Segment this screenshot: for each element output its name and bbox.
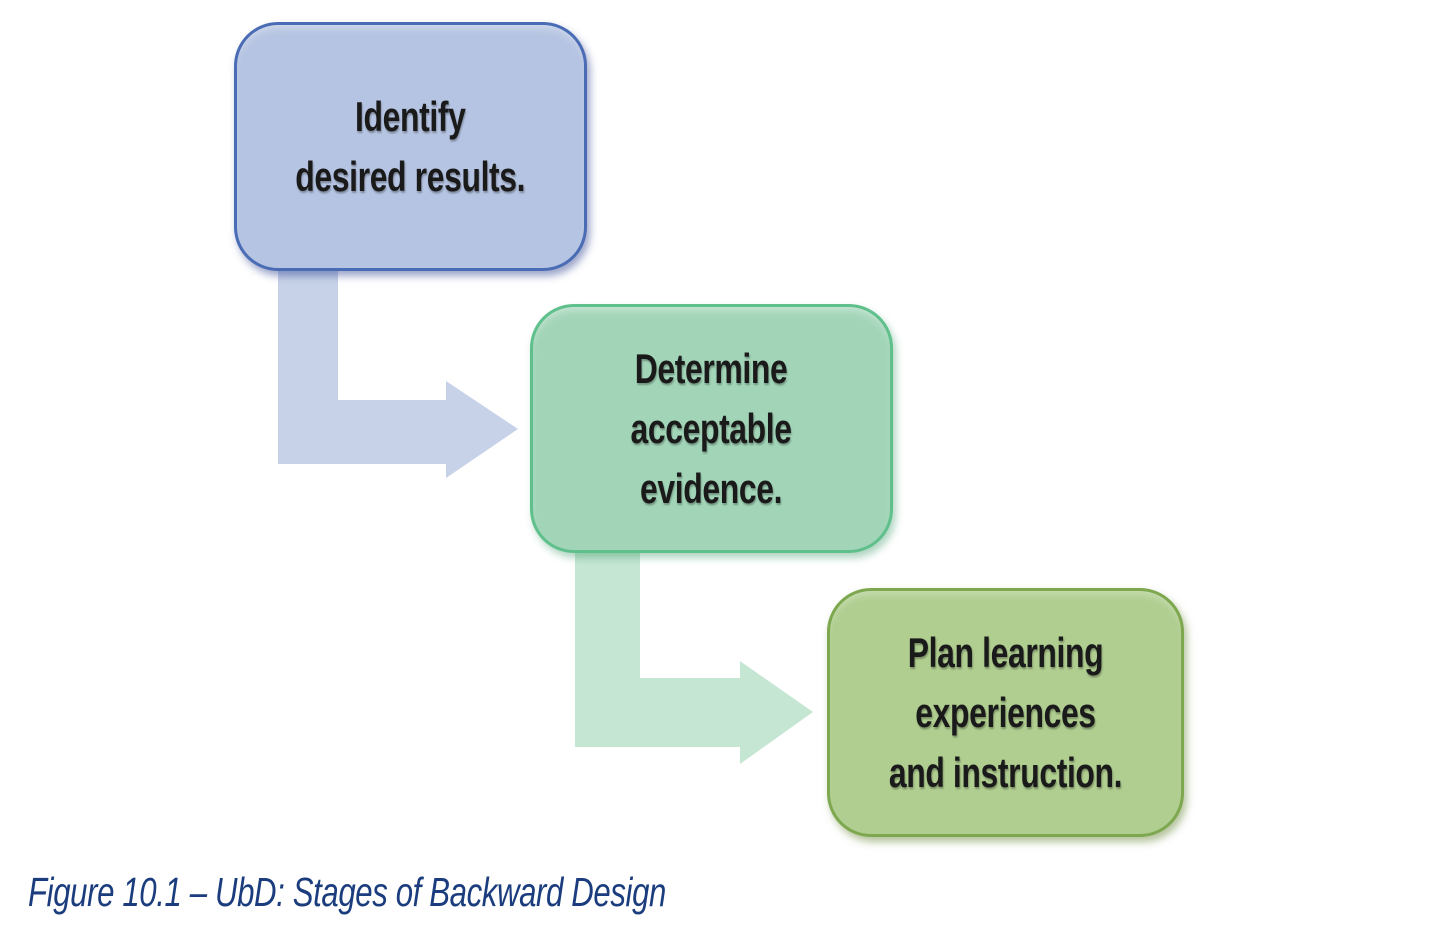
stage-box-determine-acceptable-evidence: Determine acceptable evidence. [530, 304, 893, 553]
stage-2-text: Determine acceptable evidence. [630, 339, 793, 519]
stage-3-line-1: Plan learning [907, 628, 1104, 676]
stage-3-line-2: experiences [915, 688, 1096, 736]
stage-2-line-2: acceptable [630, 404, 793, 452]
elbow-arrow-icon-stage1-to-stage2 [278, 264, 518, 478]
stage-1-text: Identify desired results. [296, 87, 526, 207]
figure-caption: Figure 10.1 – UbD: Stages of Backward De… [28, 869, 666, 915]
elbow-arrow-icon-stage2-to-stage3 [575, 546, 813, 764]
stage-box-identify-desired-results: Identify desired results. [234, 22, 587, 271]
stage-box-plan-learning-experiences: Plan learning experiences and instructio… [827, 588, 1184, 837]
stage-3-line-3: and instruction. [888, 748, 1123, 796]
stage-2-line-3: evidence. [640, 464, 783, 512]
stage-2-line-1: Determine [635, 344, 788, 392]
stage-1-line-2: desired results. [295, 152, 526, 200]
stage-1-line-1: Identify [355, 92, 466, 140]
stage-3-text: Plan learning experiences and instructio… [888, 623, 1123, 803]
